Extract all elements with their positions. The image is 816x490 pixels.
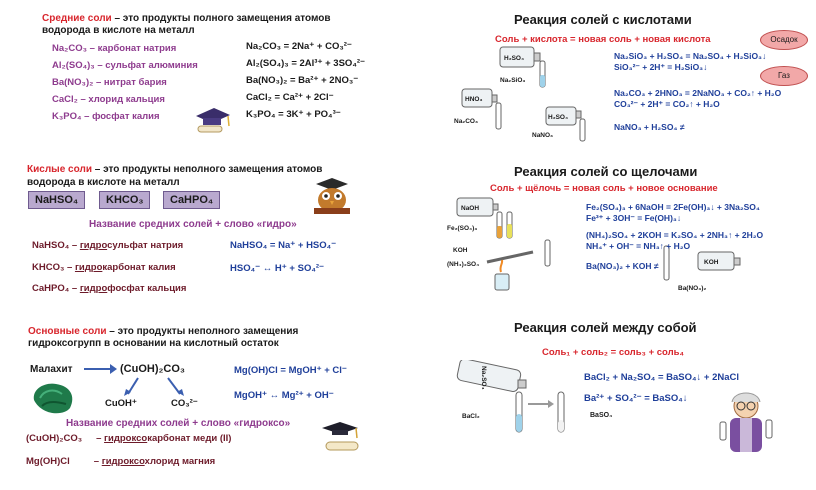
dissociation-equation: CaCl₂ = Ca²⁺ + 2Cl⁻ <box>246 92 334 103</box>
acid-salts-title: Кислые соли – это продукты неполного зам… <box>27 164 323 175</box>
alkali-equation: Fe³⁺ + 3OH⁻ = Fe(OH)₃↓ <box>586 213 682 223</box>
medium-salt-name: Na₂CO₃ – карбонат натрия <box>52 43 177 54</box>
alkali-equation: (NH₄)₂SO₄ + 2KOH = K₂SO₄ + 2NH₃↑ + 2H₂O <box>586 230 764 240</box>
bottle-label: NaOH <box>461 205 479 212</box>
acid-salt-name: KHCO₃ – гидрокарбонат калия <box>32 262 176 273</box>
tube-label: BaSO₄ <box>590 412 613 419</box>
alkali-equation: Ba(NO₃)₂ + KOH ≠ <box>586 261 659 271</box>
bottle-label: H₂SO₄ <box>548 114 568 121</box>
basic-salt-equation: Mg(OH)Cl = MgOH⁺ + Cl⁻ <box>234 365 347 376</box>
alkali-experiment-illustration: NaOH Fe₂(SO₄)₃ KOH (NH₄)₂SO₄ <box>447 197 551 291</box>
acid-equation: Na₂CO₃ + 2HNO₃ = 2NaNO₃ + CO₂↑ + H₂O <box>614 88 782 98</box>
dissociation-equation: K₃PO₄ = 3K⁺ + PO₄³⁻ <box>246 109 341 120</box>
basic-salt-name: (CuOH)₂CO₃– гидроксокарбонат меди (II) <box>26 433 232 444</box>
acid-equation: NaNO₃ + H₂SO₄ ≠ <box>614 122 685 132</box>
acid-salt-box: NaHSO₄ <box>28 191 86 209</box>
acid-experiment-illustration: H₂SO₄ Na₂SiO₃ HNO₃ Na₂CO₃ H₂SO₄ NaNO₃ <box>454 46 586 142</box>
acid-equation: CO₃²⁻ + 2H⁺ = CO₂↑ + H₂O <box>614 99 720 109</box>
basic-salt-equation: MgOH⁺ ↔ Mg²⁺ + OH⁻ <box>234 390 334 401</box>
tube-label: Fe₂(SO₄)₃ <box>447 225 477 232</box>
mutual-equation: Ba²⁺ + SO₄²⁻ = BaSO₄↓ <box>584 393 688 404</box>
precipitate-bubble: Осадок <box>760 30 808 50</box>
bottle-label: HNO₃ <box>465 96 482 103</box>
medium-salts-title: Средние соли – это продукты полного заме… <box>42 13 331 24</box>
dissociation-arrows <box>124 377 184 396</box>
acid-equation: Na₂SiO₃ + H₂SO₄ = Na₂SO₄ + H₂SiO₃↓ <box>614 51 767 61</box>
acid-salt-name: NaHSO₄ – гидросульфат натрия <box>32 240 184 251</box>
alkali-equation: NH₄⁺ + OH⁻ = NH₃↑ + H₂O <box>586 241 691 251</box>
dissociation-equation: Ba(NO₃)₂ = Ba²⁺ + 2NO₃⁻ <box>246 75 359 86</box>
dissociation-equation: Al₂(SO₄)₃ = 2Al³⁺ + 3SO₄²⁻ <box>246 58 366 69</box>
acid-naming-rule: Название средних солей + слово «гидро» <box>89 219 297 230</box>
acid-salts-title-line2: водорода в кислоте на металл <box>27 177 180 188</box>
medium-salt-name: CaCl₂ – хлорид кальция <box>52 94 165 105</box>
dissociation-equation: Na₂CO₃ = 2Na⁺ + CO₃²⁻ <box>246 41 352 52</box>
basic-salts-title-line2: гидроксогрупп в основании на кислотный о… <box>28 338 279 349</box>
basic-naming-rule: Название средних солей + слово «гидроксо… <box>66 418 291 429</box>
tube-label: Na₂CO₃ <box>454 118 478 125</box>
tube-label: Na₂SiO₃ <box>500 77 525 84</box>
reagent-label: (NH₄)₂SO₄ <box>447 261 479 268</box>
acids-rule: Соль + кислота = новая соль + новая кисл… <box>495 34 711 45</box>
heading-mutual: Реакция солей между собой <box>514 320 697 335</box>
gas-bubble: Газ <box>760 66 808 86</box>
medium-salts-title-line2: водорода в кислоте на металл <box>42 25 195 36</box>
mutual-equation: BaCl₂ + Na₂SO₄ = BaSO₄↓ + 2NaCl <box>584 372 740 383</box>
bottle-label: KOH <box>704 259 719 266</box>
acid-salt-box: KHCO₃ <box>99 191 151 209</box>
reagent-label: KOH <box>453 247 468 254</box>
medium-salt-name: K₃PO₄ – фосфат калия <box>52 111 160 122</box>
heading-acids: Реакция солей с кислотами <box>514 12 692 27</box>
basic-salts-title: Основные соли – это продукты неполного з… <box>28 326 299 337</box>
basic-ion: CO₃²⁻ <box>171 398 198 409</box>
basic-salt-name: Mg(OH)Cl– гидроксохлорид магния <box>26 456 216 467</box>
graduation-cap-icon <box>196 108 230 133</box>
arrow-right-icon <box>84 364 117 374</box>
scientist-figure <box>719 392 773 452</box>
tube-label: Ba(NO₃)₂ <box>678 285 706 292</box>
tube-label: BaCl₂ <box>462 413 480 420</box>
alkali-rule: Соль + щёлочь = новая соль + новое основ… <box>490 183 718 194</box>
diploma-icon <box>322 422 359 451</box>
acid-salt-equation: NaHSO₄ = Na⁺ + HSO₄⁻ <box>230 240 337 251</box>
mutual-rule: Соль₁ + соль₂ = соль₃ + соль₄ <box>542 347 685 358</box>
basic-ion: CuOH⁺ <box>105 398 137 409</box>
acid-equation: SiO₃²⁻ + 2H⁺ = H₂SiO₃↓ <box>614 62 708 72</box>
tube-label: NaNO₃ <box>532 132 553 139</box>
medium-salt-name: Ba(NO₃)₂ – нитрат бария <box>52 77 167 88</box>
test-tube <box>663 245 670 281</box>
mutual-experiment-illustration: Na₂SO₄ BaCl₂ <box>456 360 565 433</box>
malachite-label: Малахит <box>30 364 73 375</box>
acid-salt-name: CaHPO₄ – гидрофосфат кальция <box>32 283 187 294</box>
alkali-equation: Fe₂(SO₄)₃ + 6NaOH = 2Fe(OH)₃↓ + 3Na₂SO₄ <box>586 202 760 212</box>
bottle-label: Na₂SO₄ <box>480 366 487 390</box>
medium-salt-name: Al₂(SO₄)₃ – сульфат алюминия <box>52 60 198 71</box>
acid-salt-box: CaHPO₄ <box>163 191 221 209</box>
owl-scholar-icon <box>314 178 350 214</box>
heading-alkali: Реакция солей со щелочами <box>514 164 698 179</box>
malachite-formula: (CuOH)₂CO₃ <box>120 363 185 375</box>
malachite-stone-image <box>33 383 73 414</box>
bottle-label: H₂SO₄ <box>504 55 524 62</box>
koh-bottle-illustration: KOH Ba(NO₃)₂ <box>678 251 741 292</box>
acid-salt-equation: HSO₄⁻ ↔ H⁺ + SO₄²⁻ <box>230 263 325 274</box>
